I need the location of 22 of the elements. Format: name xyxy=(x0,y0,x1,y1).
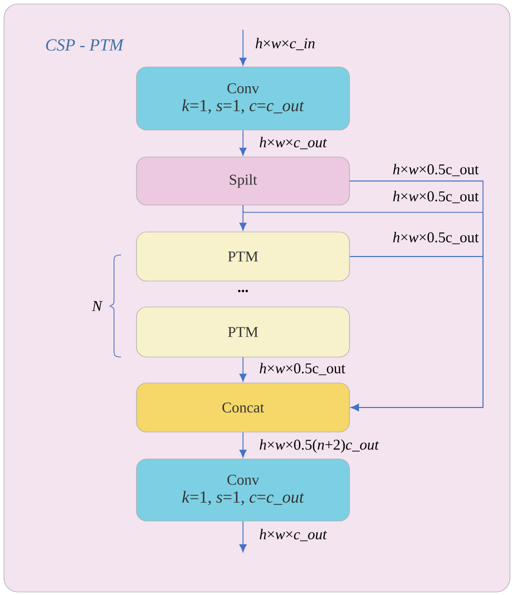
arrow xyxy=(239,520,247,552)
arrow xyxy=(239,130,247,156)
concat-box: Concat xyxy=(136,382,350,432)
repeat-count: N xyxy=(92,301,103,311)
ptm-box: PTM xyxy=(136,232,350,282)
arrow xyxy=(239,29,247,66)
edge-label: h×w×c_out xyxy=(258,136,328,150)
edge-label: h×w×c_in xyxy=(254,36,316,52)
edge-label: h×w×c_out xyxy=(258,528,328,542)
edge-label: h×w×0.5c_out xyxy=(258,362,346,376)
edge-label: h×w×0.5c_out xyxy=(392,190,480,204)
edge-label: h×w×0.5c_out xyxy=(392,162,480,178)
ptm-box: PTM xyxy=(136,306,350,358)
conv-box: Conv k=1, s=1, c=c_out xyxy=(136,458,350,522)
conv-box: Conv k=1, s=1, c=c_out xyxy=(136,66,350,130)
arrow xyxy=(239,432,247,458)
edge-label: h×w×0.5(n+2)c_out xyxy=(258,438,380,454)
arrow xyxy=(349,256,484,412)
ellipsis: ... xyxy=(238,290,248,292)
arrow xyxy=(239,356,247,382)
split-box: Spilt xyxy=(136,156,350,206)
edge-label: h×w×0.5c_out xyxy=(392,230,480,246)
